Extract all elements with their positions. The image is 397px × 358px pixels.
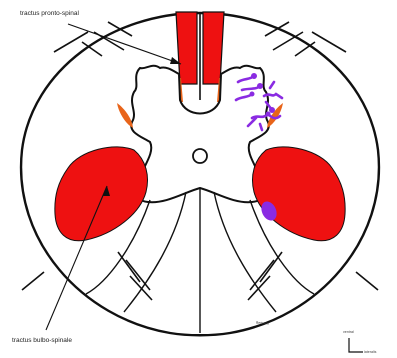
label-bottom: tractus bulbo-spinale	[12, 338, 72, 345]
author-signature: Bertrand	[256, 321, 269, 326]
orientation-vertical-label: ventral	[343, 331, 354, 335]
orientation-marker	[349, 338, 363, 352]
orientation-horizontal-label: lateralis	[364, 351, 376, 355]
central-canal	[193, 149, 207, 163]
label-top: tractus pronto-spinal	[20, 11, 79, 18]
